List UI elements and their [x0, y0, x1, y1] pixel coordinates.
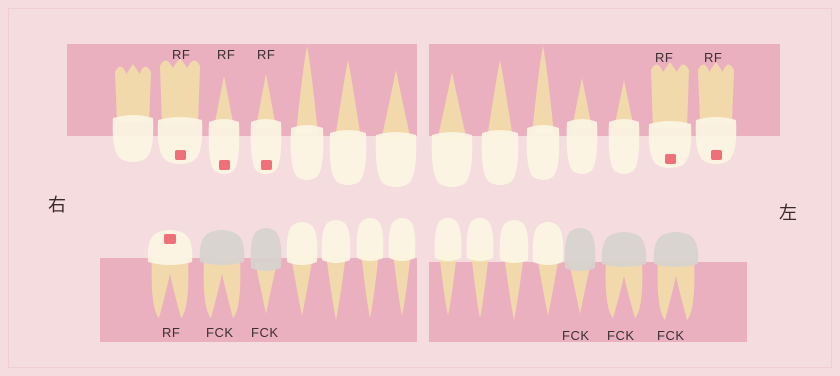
upper-tooth [113, 64, 154, 162]
lower-teeth [148, 218, 699, 320]
upper-tooth [482, 60, 519, 185]
filling-mark [665, 154, 676, 164]
lower-tooth [322, 220, 351, 320]
upper-teeth [113, 46, 737, 187]
right-side-label: 右 [48, 191, 66, 217]
lower-code-1: RF [162, 325, 180, 340]
upper-tooth [527, 46, 560, 180]
upper-tooth [609, 80, 640, 174]
left-side-label: 左 [779, 199, 797, 225]
filling-mark [219, 160, 230, 170]
lower-tooth [287, 222, 318, 316]
upper-code-2: RF [217, 47, 235, 62]
upper-tooth [158, 58, 203, 164]
upper-tooth [251, 74, 282, 174]
upper-tooth [376, 70, 417, 187]
upper-code-5: RF [704, 50, 722, 65]
upper-tooth [696, 62, 737, 164]
lower-code-6: FCK [657, 328, 685, 343]
upper-tooth [567, 78, 598, 174]
lower-tooth [565, 228, 596, 314]
filling-mark [261, 160, 272, 170]
lower-tooth [435, 218, 462, 316]
upper-tooth [209, 76, 240, 174]
lower-tooth [389, 218, 416, 316]
upper-tooth [291, 46, 324, 180]
lower-tooth [654, 232, 699, 320]
filling-mark [164, 234, 176, 244]
lower-tooth [500, 220, 529, 320]
lower-code-3: FCK [251, 325, 279, 340]
filling-mark [711, 150, 722, 160]
lower-tooth [357, 218, 384, 318]
lower-code-5: FCK [607, 328, 635, 343]
upper-tooth [432, 72, 473, 187]
upper-tooth [649, 62, 692, 168]
upper-code-4: RF [655, 50, 673, 65]
upper-code-1: RF [172, 47, 190, 62]
lower-tooth [200, 230, 245, 318]
lower-tooth [148, 230, 193, 318]
lower-code-2: FCK [206, 325, 234, 340]
lower-tooth [251, 228, 282, 314]
lower-tooth [602, 232, 647, 318]
upper-tooth [330, 60, 367, 185]
lower-code-4: FCK [562, 328, 590, 343]
lower-tooth [467, 218, 494, 318]
lower-tooth [533, 222, 564, 316]
filling-mark [175, 150, 186, 160]
upper-code-3: RF [257, 47, 275, 62]
